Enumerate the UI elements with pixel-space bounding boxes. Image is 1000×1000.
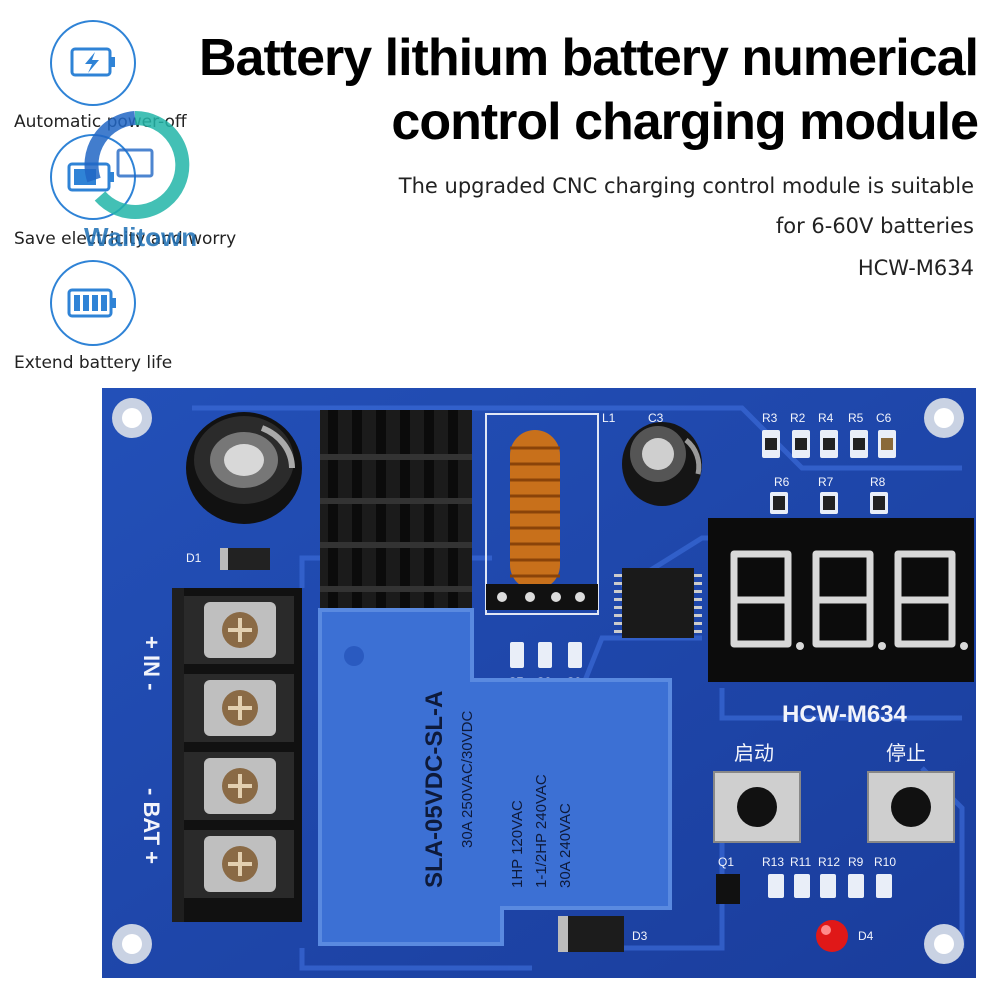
- relay-text-rating2: 1HP 120VAC: [509, 800, 526, 888]
- svg-text:D4: D4: [858, 929, 874, 943]
- svg-text:C6: C6: [876, 411, 892, 425]
- capacitor-c3: [622, 422, 702, 506]
- svg-text:L1: L1: [602, 411, 616, 425]
- svg-text:R12: R12: [818, 855, 840, 869]
- svg-text:R2: R2: [790, 411, 806, 425]
- board-model-label: HCW-M634: [782, 701, 908, 728]
- led-d4: [816, 920, 848, 952]
- start-label: 启动: [734, 741, 774, 765]
- feature-label-extend-life: Extend battery life: [14, 353, 173, 373]
- model-number: HCW-M634: [857, 256, 974, 280]
- svg-text:D1: D1: [186, 551, 202, 565]
- diode-d1: [220, 548, 270, 570]
- page-title: Battery lithium battery numerical contro…: [158, 26, 979, 154]
- svg-text:R11: R11: [790, 855, 811, 869]
- mounting-holes: [112, 398, 964, 964]
- svg-text:R4: R4: [818, 411, 834, 425]
- subtitle-line-2: for 6-60V batteries: [775, 214, 974, 238]
- diode-d3: [558, 916, 624, 952]
- relay-text-rating4: 30A 240VAC: [557, 803, 574, 888]
- inductor-l1: [485, 413, 599, 615]
- svg-text:R7: R7: [818, 475, 834, 489]
- capacitor-c1: [186, 412, 302, 524]
- ic-chip: [614, 568, 702, 638]
- svg-text:R5: R5: [848, 411, 864, 425]
- transistor-q1: [716, 874, 740, 904]
- svg-text:R9: R9: [848, 855, 864, 869]
- relay-text-rating3: 1-1/2HP 240VAC: [533, 774, 550, 888]
- feature-label-save-electricity: Save electricity and worry: [14, 229, 237, 249]
- battery-full-icon: [50, 260, 136, 346]
- heatsink: [320, 410, 472, 632]
- seven-segment-display: [708, 518, 974, 682]
- relay-text-rating1: 30A 250VAC/30VDC: [459, 711, 476, 848]
- svg-text:R6: R6: [774, 475, 790, 489]
- stop-label: 停止: [886, 741, 926, 765]
- relay-text-model: SLA-05VDC-SL-A: [421, 691, 448, 888]
- battery-bolt-icon: [50, 20, 136, 106]
- svg-text:R13: R13: [762, 855, 784, 869]
- subtitle-line-1: The upgraded CNC charging control module…: [398, 174, 974, 198]
- title-line-2: control charging module: [391, 93, 979, 151]
- svg-text:C3: C3: [648, 411, 664, 425]
- title-line-1: Battery lithium battery numerical: [199, 29, 979, 87]
- relay: [318, 608, 672, 946]
- svg-text:R8: R8: [870, 475, 886, 489]
- svg-text:R3: R3: [762, 411, 778, 425]
- stop-button: [867, 771, 955, 843]
- terminal-block: [172, 588, 302, 922]
- svg-text:Q1: Q1: [718, 855, 734, 869]
- watermark-text: Walitown: [84, 222, 198, 252]
- start-button: [713, 771, 801, 843]
- terminal-label-in: + IN -: [139, 636, 164, 690]
- watermark-logo: [80, 110, 190, 220]
- terminal-label-bat: - BAT +: [139, 788, 164, 864]
- svg-text:D3: D3: [632, 929, 648, 943]
- svg-text:R10: R10: [874, 855, 896, 869]
